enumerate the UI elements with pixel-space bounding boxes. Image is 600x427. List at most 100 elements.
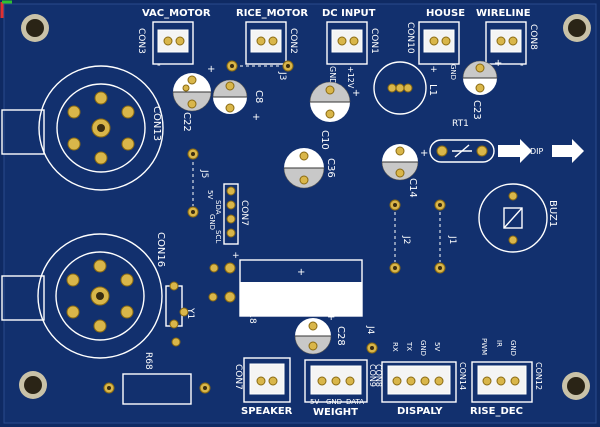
label-weight-data: DATA (346, 398, 364, 406)
label-rise-gnd: GND (509, 340, 517, 356)
label-dc-input: DC INPUT (322, 8, 376, 19)
inductor-l1 (373, 61, 427, 115)
label-house-gnd: GND (449, 64, 457, 80)
label-disp-rx: RX (391, 342, 399, 352)
label-con8-top: CON8 (528, 24, 538, 50)
label-c22: C22 (181, 112, 192, 132)
connector-con2 (245, 21, 287, 65)
label-con14: CON14 (458, 362, 467, 390)
label-con13: CON13 (151, 106, 162, 141)
label-c10: C10 (319, 130, 330, 150)
label-con7-header: CON7 (239, 200, 249, 226)
label-c18-plus-pin: + (232, 251, 240, 261)
dip-arrows (498, 139, 584, 163)
label-c18-plus: + (297, 267, 305, 278)
capacitor-c36 (283, 148, 325, 189)
label-con3: CON3 (136, 28, 146, 54)
label-c36: C36 (325, 158, 336, 178)
mount-hole-bottom-right (562, 372, 590, 400)
label-rise-ir: IR (495, 340, 503, 347)
label-disp-tx: TX (405, 341, 413, 351)
mount-hole-bottom-left (19, 371, 47, 399)
label-gnd-dc: GND (328, 66, 337, 84)
label-c28-plus: + (327, 312, 335, 323)
connector-con16 (1, 233, 163, 359)
connector-con1 (326, 21, 368, 65)
label-c10-plus: + (352, 88, 360, 99)
label-house: HOUSE (426, 8, 465, 19)
label-j3: J3 (277, 71, 287, 80)
label-con16: CON16 (155, 232, 166, 267)
label-c23: C23 (471, 100, 482, 120)
label-con7-speaker: CON7 (233, 364, 243, 390)
label-con2: CON2 (288, 28, 298, 54)
capacitor-c14 (381, 144, 419, 181)
jumper-j5 (187, 148, 199, 218)
jumper-j4 (366, 342, 378, 354)
label-con1: CON1 (369, 28, 379, 54)
label-12v: +12V (346, 66, 355, 89)
label-y1: Y1 (185, 307, 195, 319)
origin-marker (0, 0, 12, 18)
jumper-j2 (389, 199, 401, 274)
label-pin-5v: 5V (206, 190, 214, 199)
label-dispaly: DISPALY (397, 406, 443, 417)
label-disp-gnd: GND (419, 340, 427, 356)
label-l1: L1 (427, 84, 438, 96)
label-c22-plus: + (207, 64, 215, 75)
label-c8-plus: + (252, 112, 260, 123)
label-weight: WEIGHT (313, 407, 358, 418)
jumper-j3 (226, 60, 294, 72)
label-c14-plus: + (420, 148, 428, 159)
label-disp-5v: 5V (433, 342, 441, 351)
via (182, 84, 190, 92)
label-pin-scl: SCL (214, 230, 222, 243)
label-con3-minus: - (157, 60, 161, 71)
connector-con14 (471, 361, 533, 403)
capacitor-c23 (462, 60, 498, 95)
label-rice-motor: RICE_MOTOR (236, 8, 308, 19)
resistor-r68 (103, 373, 211, 405)
label-dip: DIP (530, 147, 544, 156)
crystal-y1 (165, 281, 189, 347)
connector-con8-display (381, 361, 457, 403)
connector-con9 (304, 359, 368, 403)
mount-hole-top-right (563, 14, 591, 42)
label-vac-motor: VAC_MOTOR (142, 8, 211, 19)
thermistor-rt1 (429, 139, 495, 163)
label-pin-sda: SDA (214, 200, 222, 215)
label-con9: CON9 (368, 364, 377, 387)
label-con8-display: CON8 (374, 364, 383, 387)
label-rise-pwm: PWM (480, 338, 488, 355)
board-inner-shade (3, 3, 597, 424)
label-c28: C28 (335, 326, 346, 346)
connector-con7-speaker (243, 357, 291, 403)
label-weight-5v: 5V (310, 398, 319, 406)
label-weight-gnd: GND (326, 398, 342, 406)
label-j4: J4 (365, 325, 375, 335)
label-j5: J5 (199, 169, 209, 178)
capacitor-c28 (294, 318, 332, 355)
label-speaker: SPEAKER (241, 406, 293, 417)
label-buz1: BUZ1 (547, 200, 558, 227)
label-wireline: WIRELINE (476, 8, 531, 19)
capacitor-c10 (309, 81, 351, 122)
via (209, 263, 219, 273)
label-r68: R68 (143, 352, 153, 370)
capacitor-c22 (172, 73, 212, 112)
label-j1: J1 (447, 235, 457, 244)
jumper-j1 (434, 199, 446, 274)
connector-con8-top (485, 21, 527, 65)
capacitor-c8 (212, 79, 248, 114)
connector-con10 (418, 21, 460, 65)
label-wireline-minus: - (520, 60, 524, 71)
label-c18: C18 (247, 306, 257, 324)
capacitor-c18 (224, 259, 363, 317)
via (208, 292, 218, 302)
connector-con7-header (223, 183, 239, 245)
label-rise-dec: RISE_DEC (470, 406, 523, 417)
label-rt1: RT1 (452, 119, 469, 129)
label-j2: J2 (401, 235, 411, 244)
label-c14: C14 (407, 178, 418, 198)
